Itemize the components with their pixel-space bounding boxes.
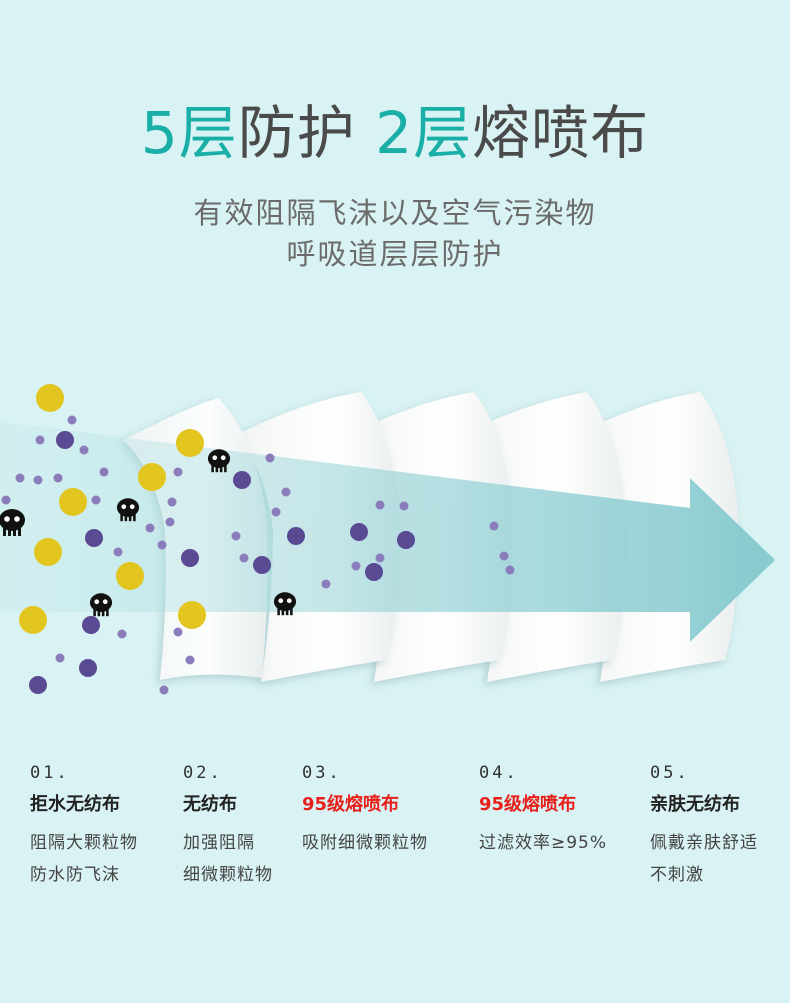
- yellow-particle: [19, 606, 47, 634]
- layer-number: 05.: [650, 763, 690, 783]
- purple-particle: [79, 659, 97, 677]
- yellow-particle: [36, 384, 64, 412]
- layer-desc-line-1: 佩戴亲肤舒适: [650, 833, 758, 853]
- layer-name: 95级熔喷布: [302, 794, 400, 815]
- layer-number: 04.: [479, 763, 519, 783]
- layer-name: 亲肤无纺布: [650, 794, 740, 815]
- headline-meltblown: 熔喷布: [472, 99, 650, 167]
- layer-desc-line-1: 阻隔大颗粒物: [30, 833, 138, 853]
- purple-particle: [181, 549, 199, 567]
- yellow-particle: [138, 463, 166, 491]
- yellow-particle: [34, 538, 62, 566]
- layer-desc-line-1: 过滤效率≥95%: [479, 833, 608, 853]
- purple-particle: [253, 556, 271, 574]
- skull-germ-icon: [0, 509, 25, 536]
- yellow-particle: [116, 562, 144, 590]
- layer-name: 95级熔喷布: [479, 794, 577, 815]
- purple-particle: [350, 523, 368, 541]
- airflow-arrow: [0, 422, 775, 642]
- layer-number: 01.: [30, 763, 70, 783]
- layer-desc-line-2: 防水防飞沫: [30, 865, 120, 885]
- particles: [0, 384, 515, 695]
- layer-number: 02.: [183, 763, 223, 783]
- purple-particle: [85, 529, 103, 547]
- purple-particle: [29, 676, 47, 694]
- skull-germ-icon: [273, 592, 297, 616]
- purple-particle: [233, 471, 251, 489]
- headline-accent-2-layers: 2层: [375, 99, 473, 167]
- skull-germ-icon: [116, 498, 140, 522]
- layer-name: 拒水无纺布: [30, 794, 120, 815]
- headline-protection: 防护: [237, 99, 356, 167]
- yellow-particle: [178, 601, 206, 629]
- headline-accent-5-layers: 5层: [140, 99, 238, 167]
- subtitle-line-1: 有效阻隔飞沫以及空气污染物: [193, 196, 597, 230]
- layer-descriptions: 01. 拒水无纺布 阻隔大颗粒物 防水防飞沫 02. 无纺布 加强阻隔 细微颗粒…: [0, 758, 790, 978]
- purple-particle: [397, 531, 415, 549]
- hero-section: 5层防护 2层熔喷布 有效阻隔飞沫以及空气污染物 呼吸道层层防护: [0, 98, 790, 695]
- layer-name: 无纺布: [183, 794, 237, 815]
- skull-germ-icon: [207, 449, 231, 473]
- filter-layers-illustration: [0, 384, 775, 695]
- layer-1: 01. 拒水无纺布 阻隔大颗粒物 防水防飞沫: [30, 758, 138, 891]
- purple-particle: [365, 563, 383, 581]
- layer-2: 02. 无纺布 加强阻隔 细微颗粒物: [183, 758, 273, 891]
- yellow-particle: [176, 429, 204, 457]
- skull-germ-icon: [89, 593, 113, 617]
- layer-5: 05. 亲肤无纺布 佩戴亲肤舒适 不刺激: [650, 758, 758, 891]
- layer-desc-line-2: 不刺激: [650, 865, 704, 885]
- purple-particle: [287, 527, 305, 545]
- subtitle-line-2: 呼吸道层层防护: [286, 237, 504, 271]
- layer-number: 03.: [302, 763, 342, 783]
- layer-desc-line-1: 吸附细微颗粒物: [302, 833, 428, 853]
- yellow-particle: [59, 488, 87, 516]
- layer-4: 04. 95级熔喷布 过滤效率≥95%: [479, 758, 607, 859]
- purple-particle: [82, 616, 100, 634]
- layer-3: 03. 95级熔喷布 吸附细微颗粒物: [302, 758, 428, 859]
- layer-desc-line-2: 细微颗粒物: [183, 865, 273, 885]
- purple-particle: [56, 431, 74, 449]
- layer-desc-line-1: 加强阻隔: [183, 833, 255, 853]
- headline: 5层防护 2层熔喷布: [0, 98, 790, 168]
